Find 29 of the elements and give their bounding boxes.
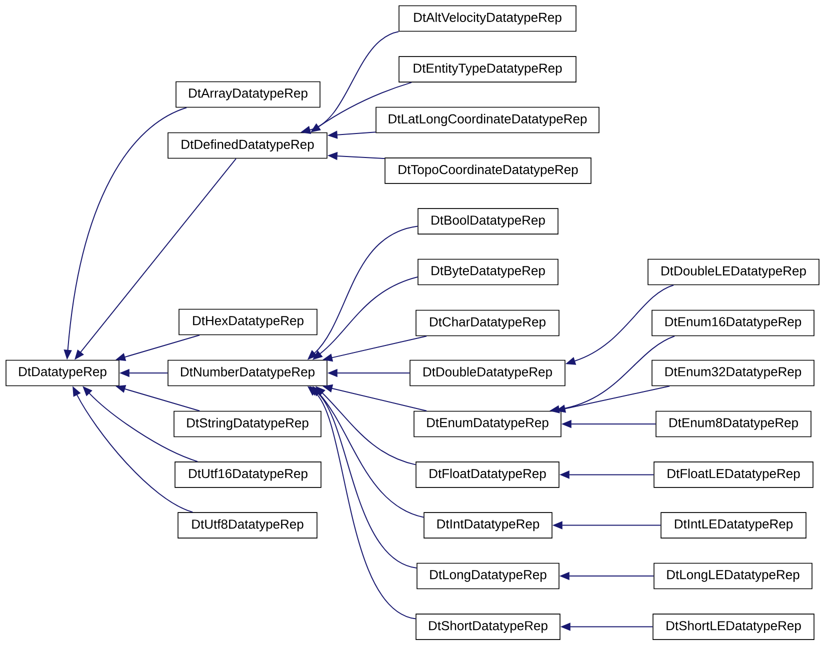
class-box: DtEntityTypeDatatypeRep	[398, 56, 576, 82]
class-box: DtEnum16DatatypeRep	[652, 310, 814, 336]
class-box: DtUtf8DatatypeRep	[178, 512, 318, 538]
class-box: DtFloatDatatypeRep	[416, 462, 560, 488]
class-box: DtShortLEDatatypeRep	[652, 614, 814, 640]
class-box: DtShortDatatypeRep	[416, 614, 560, 640]
class-box: DtEnum8DatatypeRep	[656, 410, 812, 438]
class-box: DtLongLEDatatypeRep	[654, 562, 812, 590]
class-box: DtHexDatatypeRep	[178, 308, 318, 336]
class-box: DtDefinedDatatypeRep	[168, 132, 328, 159]
class-box: DtCharDatatypeRep	[416, 310, 560, 336]
class-box: DtEnumDatatypeRep	[414, 410, 562, 438]
class-box: DtBoolDatatypeRep	[418, 208, 558, 234]
class-box: DtAltVelocityDatatypeRep	[398, 5, 576, 32]
class-box: DtDatatypeRep	[6, 360, 120, 386]
class-box: DtLatLongCoordinateDatatypeRep	[376, 106, 600, 134]
class-box: DtIntDatatypeRep	[424, 512, 552, 538]
class-box: DtByteDatatypeRep	[418, 258, 558, 286]
class-box: DtNumberDatatypeRep	[168, 360, 328, 386]
class-box: DtFloatLEDatatypeRep	[654, 462, 814, 488]
class-box: DtDoubleLEDatatypeRep	[648, 258, 820, 286]
class-box: DtUtf16DatatypeRep	[174, 462, 322, 488]
class-box: DtLongDatatypeRep	[416, 562, 560, 590]
class-box: DtStringDatatypeRep	[174, 410, 322, 438]
class-box: DtDoubleDatatypeRep	[410, 360, 566, 386]
class-box: DtEnum32DatatypeRep	[652, 360, 814, 386]
class-box: DtArrayDatatypeRep	[176, 81, 320, 108]
class-box: DtTopoCoordinateDatatypeRep	[384, 158, 592, 184]
class-box: DtIntLEDatatypeRep	[660, 512, 806, 538]
